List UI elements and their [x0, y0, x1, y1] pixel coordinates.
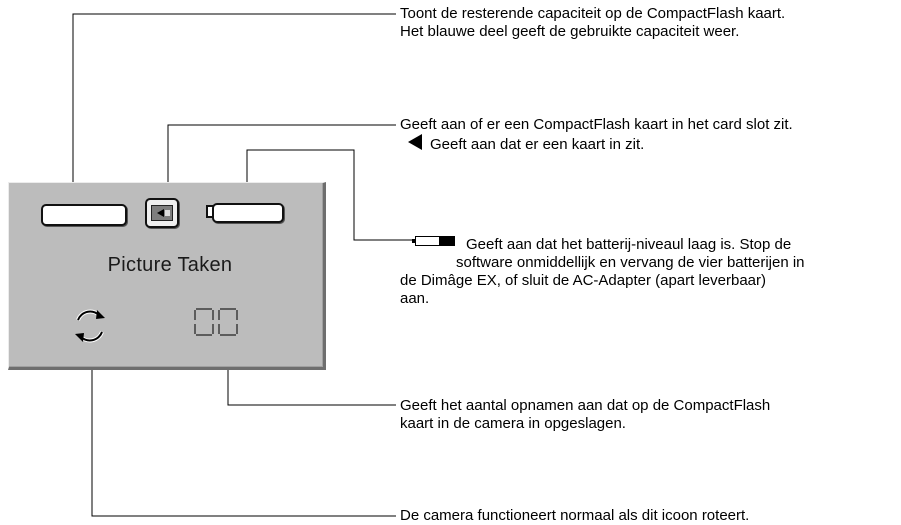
leader-rotation [91, 347, 396, 517]
callout-capacity: Toont de resterende capaciteit op de Com… [400, 5, 785, 41]
card-slot-indicator [145, 198, 179, 228]
callout-battery: Geeft aan dat het batterij-niveaul laag … [400, 236, 805, 308]
callout-card-slot: Geeft aan of er een CompactFlash kaart i… [400, 116, 793, 154]
leader-battery [246, 149, 412, 241]
callout-battery-line4: aan. [400, 290, 430, 307]
callout-battery-line3: de Dimâge EX, of sluit de AC-Adapter (ap… [400, 272, 767, 289]
leader-capacity [72, 13, 396, 206]
status-label: Picture Taken [107, 254, 233, 276]
card-capacity-gauge [41, 204, 127, 226]
card-inserted-triangle-icon [408, 134, 422, 150]
callout-count-line1: Geeft het aantal opnamen aan dat op de C… [400, 397, 771, 414]
battery-terminal [206, 205, 214, 218]
leader-card-slot [167, 124, 396, 200]
callout-battery-line2: software onmiddellijk en vervang de vier… [456, 254, 805, 271]
callout-count-line2: kaart in de camera in opgeslagen. [400, 415, 626, 432]
callout-card-slot-line2: Geeft aan dat er een kaart in zit. [430, 136, 645, 153]
callout-battery-line1: Geeft aan dat het batterij-niveaul laag … [466, 236, 792, 253]
callout-count: Geeft het aantal opnamen aan dat op de C… [400, 397, 770, 433]
card-inserted-triangle-icon [157, 209, 164, 217]
callout-rotation-line1: De camera functioneert normaal als dit i… [400, 507, 750, 524]
callout-rotation: De camera functioneert normaal als dit i… [400, 507, 749, 525]
callout-capacity-line2: Het blauwe deel geeft de gebruikte capac… [400, 23, 740, 40]
callout-card-slot-line1: Geeft aan of er een CompactFlash kaart i… [400, 116, 793, 133]
battery-level-gauge [212, 203, 284, 223]
callout-capacity-line1: Toont de resterende capaciteit op de Com… [400, 5, 786, 22]
photo-counter-display [194, 308, 238, 336]
battery-low-icon [412, 236, 458, 246]
rotating-arrows-icon [75, 309, 105, 343]
